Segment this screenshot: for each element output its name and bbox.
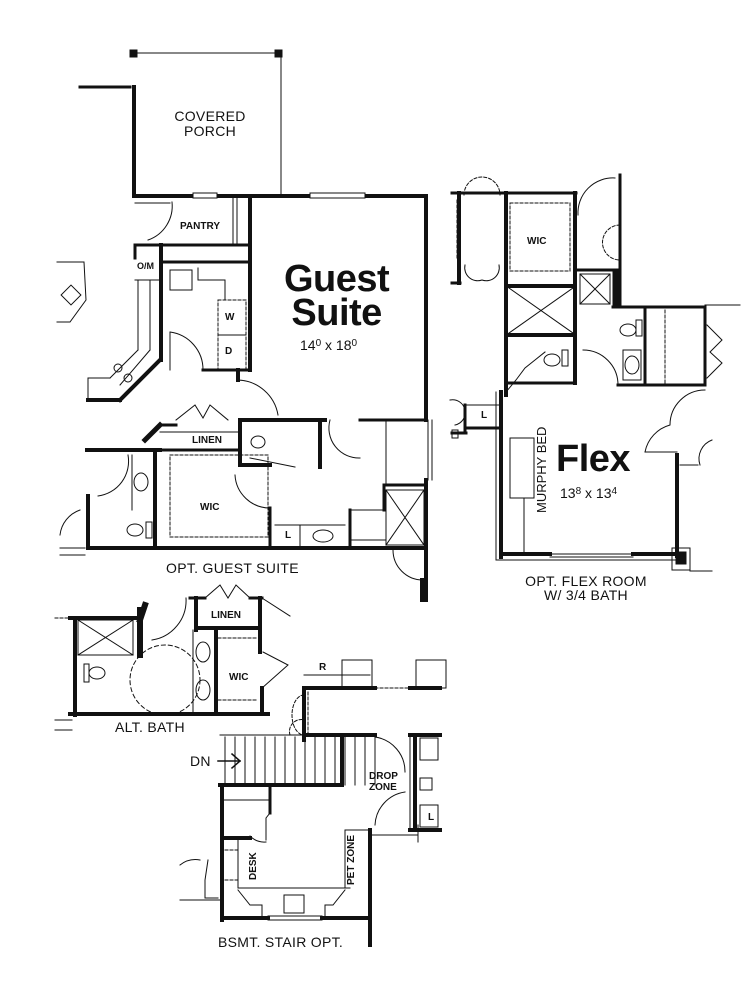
- wic-guest-label: WIC: [200, 502, 220, 513]
- drop-zone-label: DROP ZONE: [369, 771, 398, 793]
- dim-width-inches: 0: [315, 338, 322, 349]
- wic-alt-label: WIC: [229, 672, 249, 683]
- flex-dim-x: x: [585, 485, 593, 501]
- pantry-label: PANTRY: [180, 221, 220, 232]
- basement-stair-walls: [179, 719, 442, 947]
- kitchen-counter-walls: [291, 659, 447, 742]
- linen-cabinet-guest-label: L: [285, 530, 292, 541]
- linen-cabinet-flex-label: L: [481, 410, 488, 421]
- opt-flex-caption-line1: OPT. FLEX ROOM: [525, 573, 647, 589]
- flex-room-walls: [449, 173, 741, 572]
- guest-suite-dimensions: 140 x 180: [300, 338, 357, 353]
- alt-bath-walls: [54, 584, 291, 731]
- flex-dim-width-inches: 8: [575, 486, 582, 497]
- covered-porch-label: COVERED PORCH: [170, 109, 250, 138]
- flex-dim-width: 13: [560, 485, 576, 501]
- guest-bath-walls: [59, 404, 428, 602]
- alt-bath-caption: ALT. BATH: [115, 719, 185, 735]
- guest-suite-title: Guest Suite: [284, 258, 390, 334]
- wic-flex-label: WIC: [527, 236, 547, 247]
- linen-cabinet-stair-label: L: [428, 812, 435, 823]
- guest-suite-walls: [56, 194, 433, 602]
- flex-title: Flex: [556, 438, 631, 480]
- flex-dim-height-inches: 4: [611, 486, 618, 497]
- drop-zone-line1: DROP: [369, 771, 398, 782]
- dim-height-inches: 0: [351, 338, 358, 349]
- dim-height: 18: [335, 337, 352, 353]
- opt-guest-suite-caption: OPT. GUEST SUITE: [166, 560, 299, 576]
- dryer-label: D: [225, 346, 233, 357]
- dim-width: 14: [300, 337, 316, 353]
- flex-dim-height: 13: [595, 485, 612, 501]
- covered-porch: [78, 49, 427, 199]
- desk-label: DESK: [248, 852, 259, 880]
- washer-label: W: [225, 312, 235, 323]
- drop-zone-line2: ZONE: [369, 782, 397, 793]
- pet-zone-label: PET ZONE: [346, 834, 357, 885]
- guest-suite-line2: Suite: [291, 292, 382, 334]
- linen-guest-label: LINEN: [192, 435, 222, 446]
- bsmt-stair-caption: BSMT. STAIR OPT.: [218, 934, 344, 950]
- flex-dimensions: 138 x 134: [560, 486, 617, 501]
- linen-alt-label: LINEN: [211, 610, 241, 621]
- dim-x: x: [325, 337, 333, 353]
- covered-porch-line2: PORCH: [183, 123, 237, 139]
- guest-suite-line1: Guest: [284, 258, 390, 300]
- murphy-bed-label: MURPHY BED: [534, 426, 549, 513]
- refrigerator-label: R: [319, 662, 327, 673]
- opt-flex-caption-line2: W/ 3/4 BATH: [544, 587, 628, 603]
- down-arrow-icon: [217, 752, 242, 770]
- covered-porch-line1: COVERED: [174, 108, 246, 124]
- opt-flex-room-caption: OPT. FLEX ROOM W/ 3/4 BATH: [516, 574, 656, 602]
- ovm-label: O/M: [137, 261, 154, 271]
- dn-label: DN: [190, 753, 211, 769]
